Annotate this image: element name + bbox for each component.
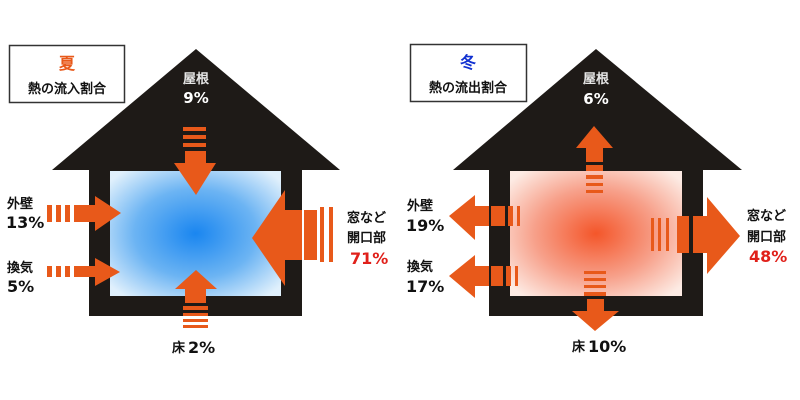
summer-ventilation-label: 換気 xyxy=(7,260,33,276)
summer-roof-arrow-icon xyxy=(174,127,216,195)
winter-windows-label-line1: 窓など xyxy=(747,208,786,224)
summer-roof xyxy=(52,49,340,170)
summer-windows-label-line2: 開口部 xyxy=(347,230,386,246)
winter-roof-value: 6% xyxy=(583,90,608,108)
summer-windows-label-line1: 窓など xyxy=(347,210,386,226)
summer-season-label: 夏 xyxy=(58,54,76,73)
summer-wall-value: 13% xyxy=(6,213,44,232)
summer-ventilation-arrow-icon xyxy=(47,258,120,286)
summer-panel: 夏 熱の流入割合 屋根 9% 外壁 13% xyxy=(6,44,388,357)
winter-ventilation-arrow-icon xyxy=(449,255,518,298)
summer-caption-box: 夏 熱の流入割合 xyxy=(8,44,126,104)
summer-roof-label: 屋根 xyxy=(183,71,210,87)
winter-floor-value: 10% xyxy=(588,337,626,356)
winter-ventilation-label: 換気 xyxy=(407,259,433,275)
winter-floor-label: 床 xyxy=(572,339,586,355)
summer-caption: 熱の流入割合 xyxy=(28,81,107,97)
winter-caption-box: 冬 熱の流出割合 xyxy=(409,43,528,103)
summer-windows-value: 71% xyxy=(350,249,388,268)
summer-roof-value: 9% xyxy=(183,89,208,107)
summer-windows-arrow-icon xyxy=(252,190,333,286)
summer-floor-value: 2% xyxy=(188,338,215,357)
summer-floor-label: 床 xyxy=(172,340,186,356)
winter-roof xyxy=(453,49,742,170)
winter-season-label: 冬 xyxy=(460,53,476,72)
winter-roof-label: 屋根 xyxy=(583,71,610,87)
winter-wall-arrow-icon xyxy=(449,195,520,240)
winter-floor-arrow-icon xyxy=(572,271,619,331)
winter-wall-value: 19% xyxy=(406,216,444,235)
winter-windows-arrow-icon xyxy=(651,197,740,274)
summer-floor-arrow-icon xyxy=(175,270,217,328)
winter-caption: 熱の流出割合 xyxy=(429,80,508,96)
winter-wall-label: 外壁 xyxy=(406,198,433,214)
winter-panel: 冬 熱の流出割合 屋根 6% 外壁 19% xyxy=(406,43,787,356)
summer-ventilation-value: 5% xyxy=(7,277,34,296)
winter-ventilation-value: 17% xyxy=(406,277,444,296)
winter-interior xyxy=(510,171,682,296)
winter-windows-value: 48% xyxy=(749,247,787,266)
summer-wall-label: 外壁 xyxy=(6,196,33,212)
winter-roof-arrow-icon xyxy=(576,126,613,193)
summer-wall-arrow-icon xyxy=(47,196,121,231)
winter-windows-label-line2: 開口部 xyxy=(747,229,786,245)
